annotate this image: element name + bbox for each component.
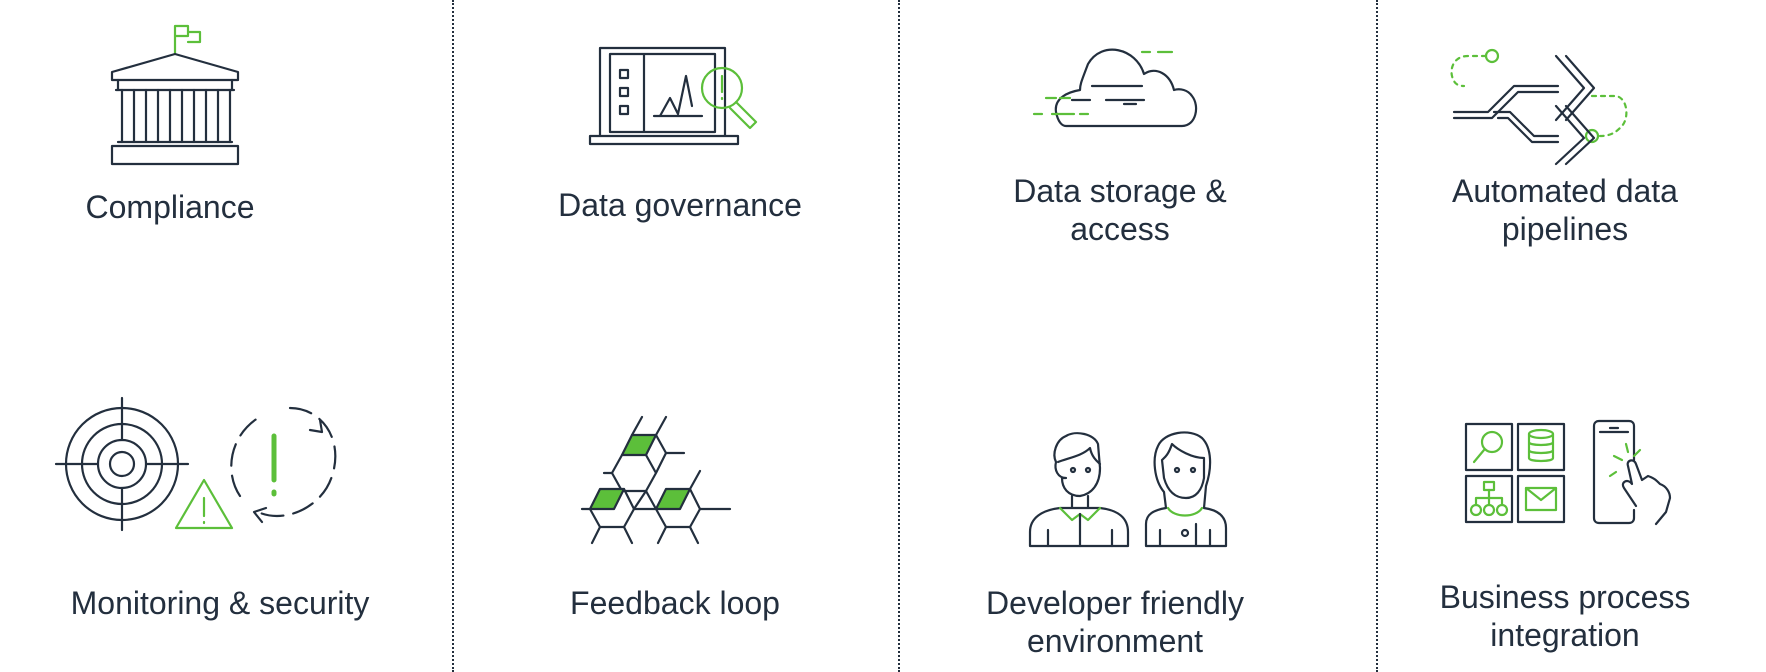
item-label: Business process integration [1439, 579, 1691, 653]
app-grid-phone-icon [1464, 419, 1672, 526]
column-divider-2 [898, 0, 900, 672]
cloud-icon [1032, 48, 1198, 128]
item-label: Developer friendly environment [986, 585, 1244, 659]
laptop-alert-magnifier-icon [588, 46, 758, 146]
item-label: Compliance [85, 189, 255, 225]
column-divider-3 [1376, 0, 1378, 672]
item-label: Automated data pipelines [1452, 173, 1678, 247]
item-label: Monitoring & security [70, 585, 370, 621]
item-label: Feedback loop [570, 585, 780, 621]
branching-arrows-icon [1450, 48, 1628, 166]
target-warning-icon [54, 396, 337, 532]
hexagon-cubes-icon [580, 415, 732, 545]
column-divider-1 [452, 0, 454, 672]
government-building-icon [110, 24, 240, 166]
item-label: Data governance [558, 187, 802, 223]
item-label: Data storage & access [1013, 173, 1227, 247]
developers-icon [1028, 431, 1228, 548]
